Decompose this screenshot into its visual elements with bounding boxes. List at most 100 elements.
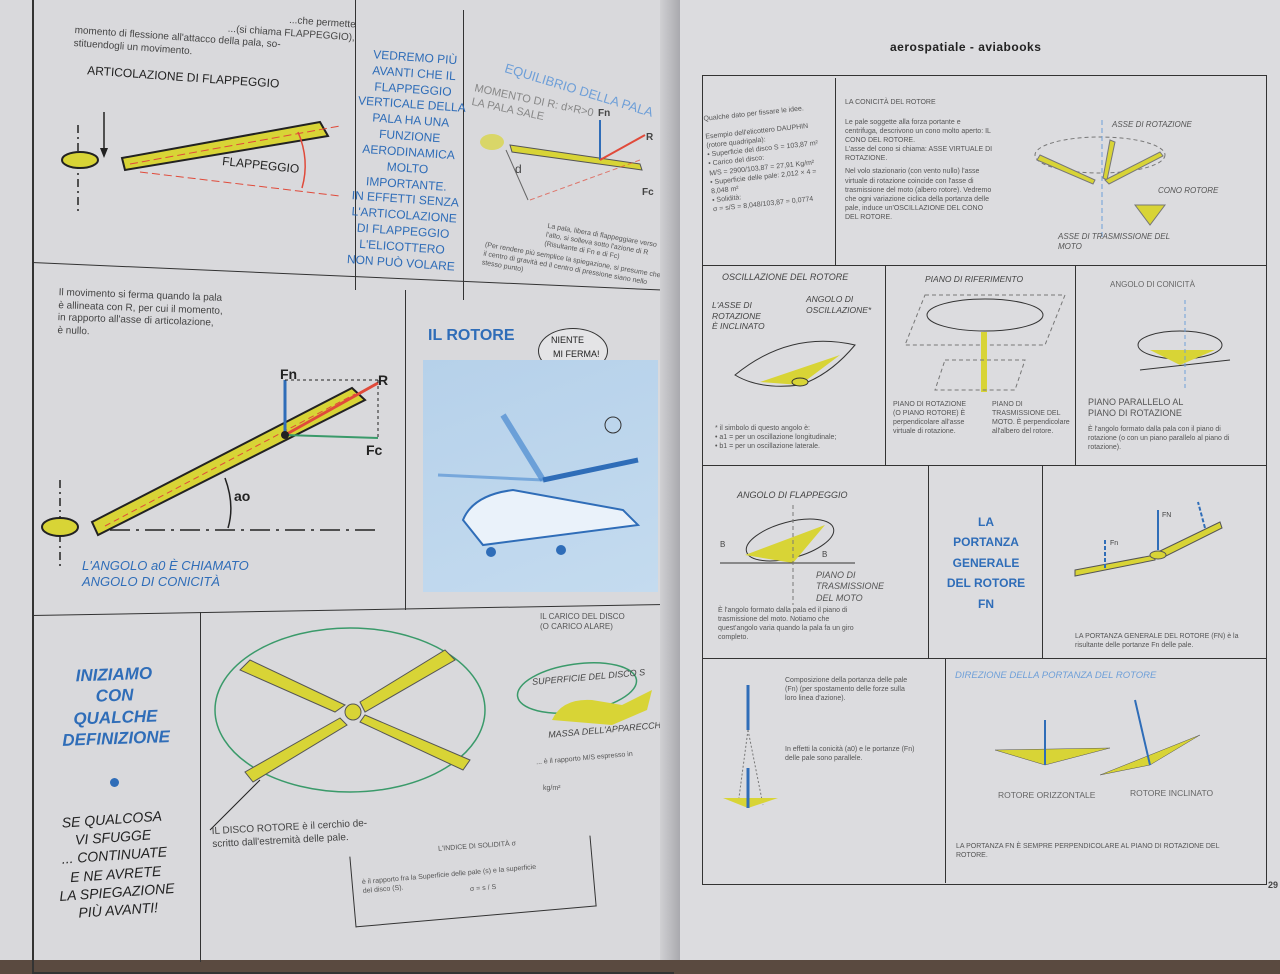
r-label: R — [378, 372, 389, 388]
flap-angle-diagram — [720, 505, 855, 605]
transmission-plane-text: PIANO DI TRASMISSIONE DEL MOTO. È perpen… — [992, 401, 1070, 436]
disc-load-title: IL CARICO DEL DISCO (O CARICO ALARE) — [540, 612, 625, 633]
divider — [405, 290, 406, 610]
side-note: VEDREMO PIÙ AVANTI CHE IL FLAPPEGGIO VER… — [344, 46, 471, 275]
label-line: TRASMISSIONE — [816, 581, 885, 592]
fN-label: FN — [1162, 512, 1172, 519]
left-page: ...che permette ...(si chiama FLAPPEGGIO… — [0, 0, 690, 974]
flap-angle-title: ANGOLO DI FLAPPEGGIO — [737, 490, 848, 500]
lift-caption: LA PORTANZA GENERALE DEL ROTORE (FN) è l… — [1075, 633, 1239, 650]
label-line: È INCLINATO — [712, 321, 765, 332]
helicopter-illustration — [437, 413, 641, 557]
direction-note: LA PORTANZA FN È SEMPRE PERPENDICOLARE A… — [956, 843, 1220, 860]
definitions-title: INIZIAMO CON QUALCHE DEFINIZIONE — [39, 661, 192, 751]
direction-diagram — [994, 699, 1201, 776]
divider — [928, 465, 929, 658]
paragraph: Nel volo stazionario (con vento nullo) l… — [845, 168, 992, 221]
direction-title: DIREZIONE DELLA PORTANZA DEL ROTORE — [955, 670, 1157, 681]
coning-angle-text: È l'angolo formato dalla pala con il pia… — [1088, 426, 1230, 452]
flap-angle-text: È l'angolo formato dalla pala ed il pian… — [718, 607, 854, 642]
note-line: • a1 = per un oscillazione longitudinale… — [715, 434, 837, 442]
title-line: GENERALE — [952, 555, 1020, 570]
title-line: LA — [978, 515, 994, 529]
rotation-plane-text: PIANO DI ROTAZIONE (O PIANO ROTORE) È pe… — [893, 401, 966, 436]
right-page: aerospatiale - aviabooks Qualche dato pe… — [680, 0, 1280, 960]
label-line: ROTAZIONE — [712, 310, 761, 321]
page-header: aerospatiale - aviabooks — [890, 40, 1042, 54]
fc-label: Fc — [366, 442, 383, 458]
definitions-note: SE QUALCOSA VI SFUGGE ... CONTINUATE E N… — [36, 805, 193, 924]
label-line: DEL MOTO — [816, 592, 863, 603]
conicity-text: Le pale soggette alla forza portante e c… — [845, 118, 993, 222]
flap-diagram — [61, 112, 341, 215]
helicopter-disc-diagram — [516, 662, 652, 725]
reference-plane-title: PIANO DI RIFERIMENTO — [925, 274, 1024, 284]
title-line: IL CARICO DEL DISCO — [540, 612, 625, 621]
parallel-plane-label: PIANO PARALLELO AL PIANO DI ROTAZIONE — [1088, 397, 1183, 420]
composition-text-2: In effetti la conicità (a0) e le portanz… — [785, 746, 915, 763]
shaft-label: ASSE DI TRASMISSIONE DEL MOTO — [1058, 232, 1170, 251]
divider — [355, 0, 356, 290]
coning-angle-title: ANGOLO DI CONICITÀ — [1110, 280, 1195, 289]
inclined-rotor-label: ROTORE INCLINATO — [1130, 788, 1214, 798]
coning-diagram — [41, 379, 379, 570]
label-line: PIANO PARALLELO AL — [1088, 397, 1184, 407]
note-line: * il simbolo di questo angolo è: — [715, 425, 810, 432]
divider — [702, 658, 1267, 659]
oscillation-cone — [734, 340, 856, 387]
lift-title: LA PORTANZA GENERALE DEL ROTORE FN — [930, 512, 1042, 614]
title-line: FN — [978, 596, 994, 611]
bullet: Le pale soggette alla forza portante e c… — [845, 119, 991, 145]
composition-diagram — [723, 685, 778, 808]
movement-text: Il movimento si ferma quando la pala è a… — [57, 287, 223, 343]
r-label: R — [646, 132, 654, 143]
equilibrium-diagram — [480, 120, 646, 201]
unit-text: kg/m² — [543, 785, 561, 792]
bullet: L'asse del cono si chiama: ASSE VIRTUALE… — [845, 146, 993, 163]
composition-text-1: Composizione della portanza delle pale (… — [785, 677, 908, 703]
helicopter-photo — [423, 360, 658, 592]
label-line: ANGOLO DI — [806, 294, 854, 304]
title-line: (O CARICO ALARE) — [540, 622, 613, 632]
transmission-plane-label: PIANO DI TRASMISSIONE DEL MOTO — [816, 570, 884, 604]
fn-label: Fn — [280, 366, 298, 382]
beta-label: B — [720, 540, 726, 549]
divider — [1075, 265, 1076, 465]
oscillation-note: * il simbolo di questo angolo è: • a1 = … — [715, 424, 836, 451]
caption-line: ANGOLO DI CONICITÀ — [82, 574, 220, 590]
conicity-title: LA CONICITÀ DEL ROTORE — [845, 99, 936, 106]
divider — [702, 265, 1267, 266]
cone-label: CONO ROTORE — [1158, 186, 1219, 195]
oscillation-right-label: ANGOLO DI OSCILLAZIONE* — [806, 294, 871, 315]
reference-plane-diagram — [904, 294, 1066, 392]
coning-caption: L'ANGOLO a0 È CHIAMATO ANGOLO DI CONICIT… — [82, 558, 249, 591]
oscillation-title: OSCILLAZIONE DEL ROTORE — [722, 272, 849, 282]
horizontal-rotor-label: ROTORE ORIZZONTALE — [998, 790, 1096, 800]
divider — [945, 658, 946, 883]
right-page-frame — [702, 75, 1267, 885]
divider — [835, 78, 836, 265]
fn-label: Fn — [1110, 540, 1119, 547]
angle-label: ao — [234, 488, 251, 504]
beta-label: B — [822, 550, 828, 559]
label-line: PIANO DI ROTAZIONE — [1088, 408, 1182, 419]
d-label: d — [515, 162, 522, 176]
divider — [885, 265, 886, 465]
divider — [463, 10, 464, 300]
rotor-cone-diagram — [1034, 120, 1166, 240]
label-line: OSCILLAZIONE* — [806, 304, 872, 315]
title-line: DEL ROTORE — [946, 576, 1026, 591]
rotor-disc-diagram — [209, 627, 486, 831]
oscillation-left-label: L'ASSE DI ROTAZIONE È INCLINATO — [712, 300, 765, 332]
fn-label: Fn — [598, 108, 611, 119]
lift-diagram — [1074, 501, 1223, 577]
rotor-title: IL ROTORE — [428, 327, 515, 344]
title-line: PORTANZA — [953, 535, 1019, 550]
divider — [200, 612, 201, 962]
bullet-dot — [110, 778, 119, 787]
caption-line: L'ANGOLO a0 È CHIAMATO — [82, 558, 249, 573]
divider — [1042, 465, 1043, 658]
speech-line: MI FERMA! — [553, 349, 600, 359]
label-line: PIANO DI — [816, 570, 856, 580]
coning-angle-diagram — [1137, 300, 1231, 390]
